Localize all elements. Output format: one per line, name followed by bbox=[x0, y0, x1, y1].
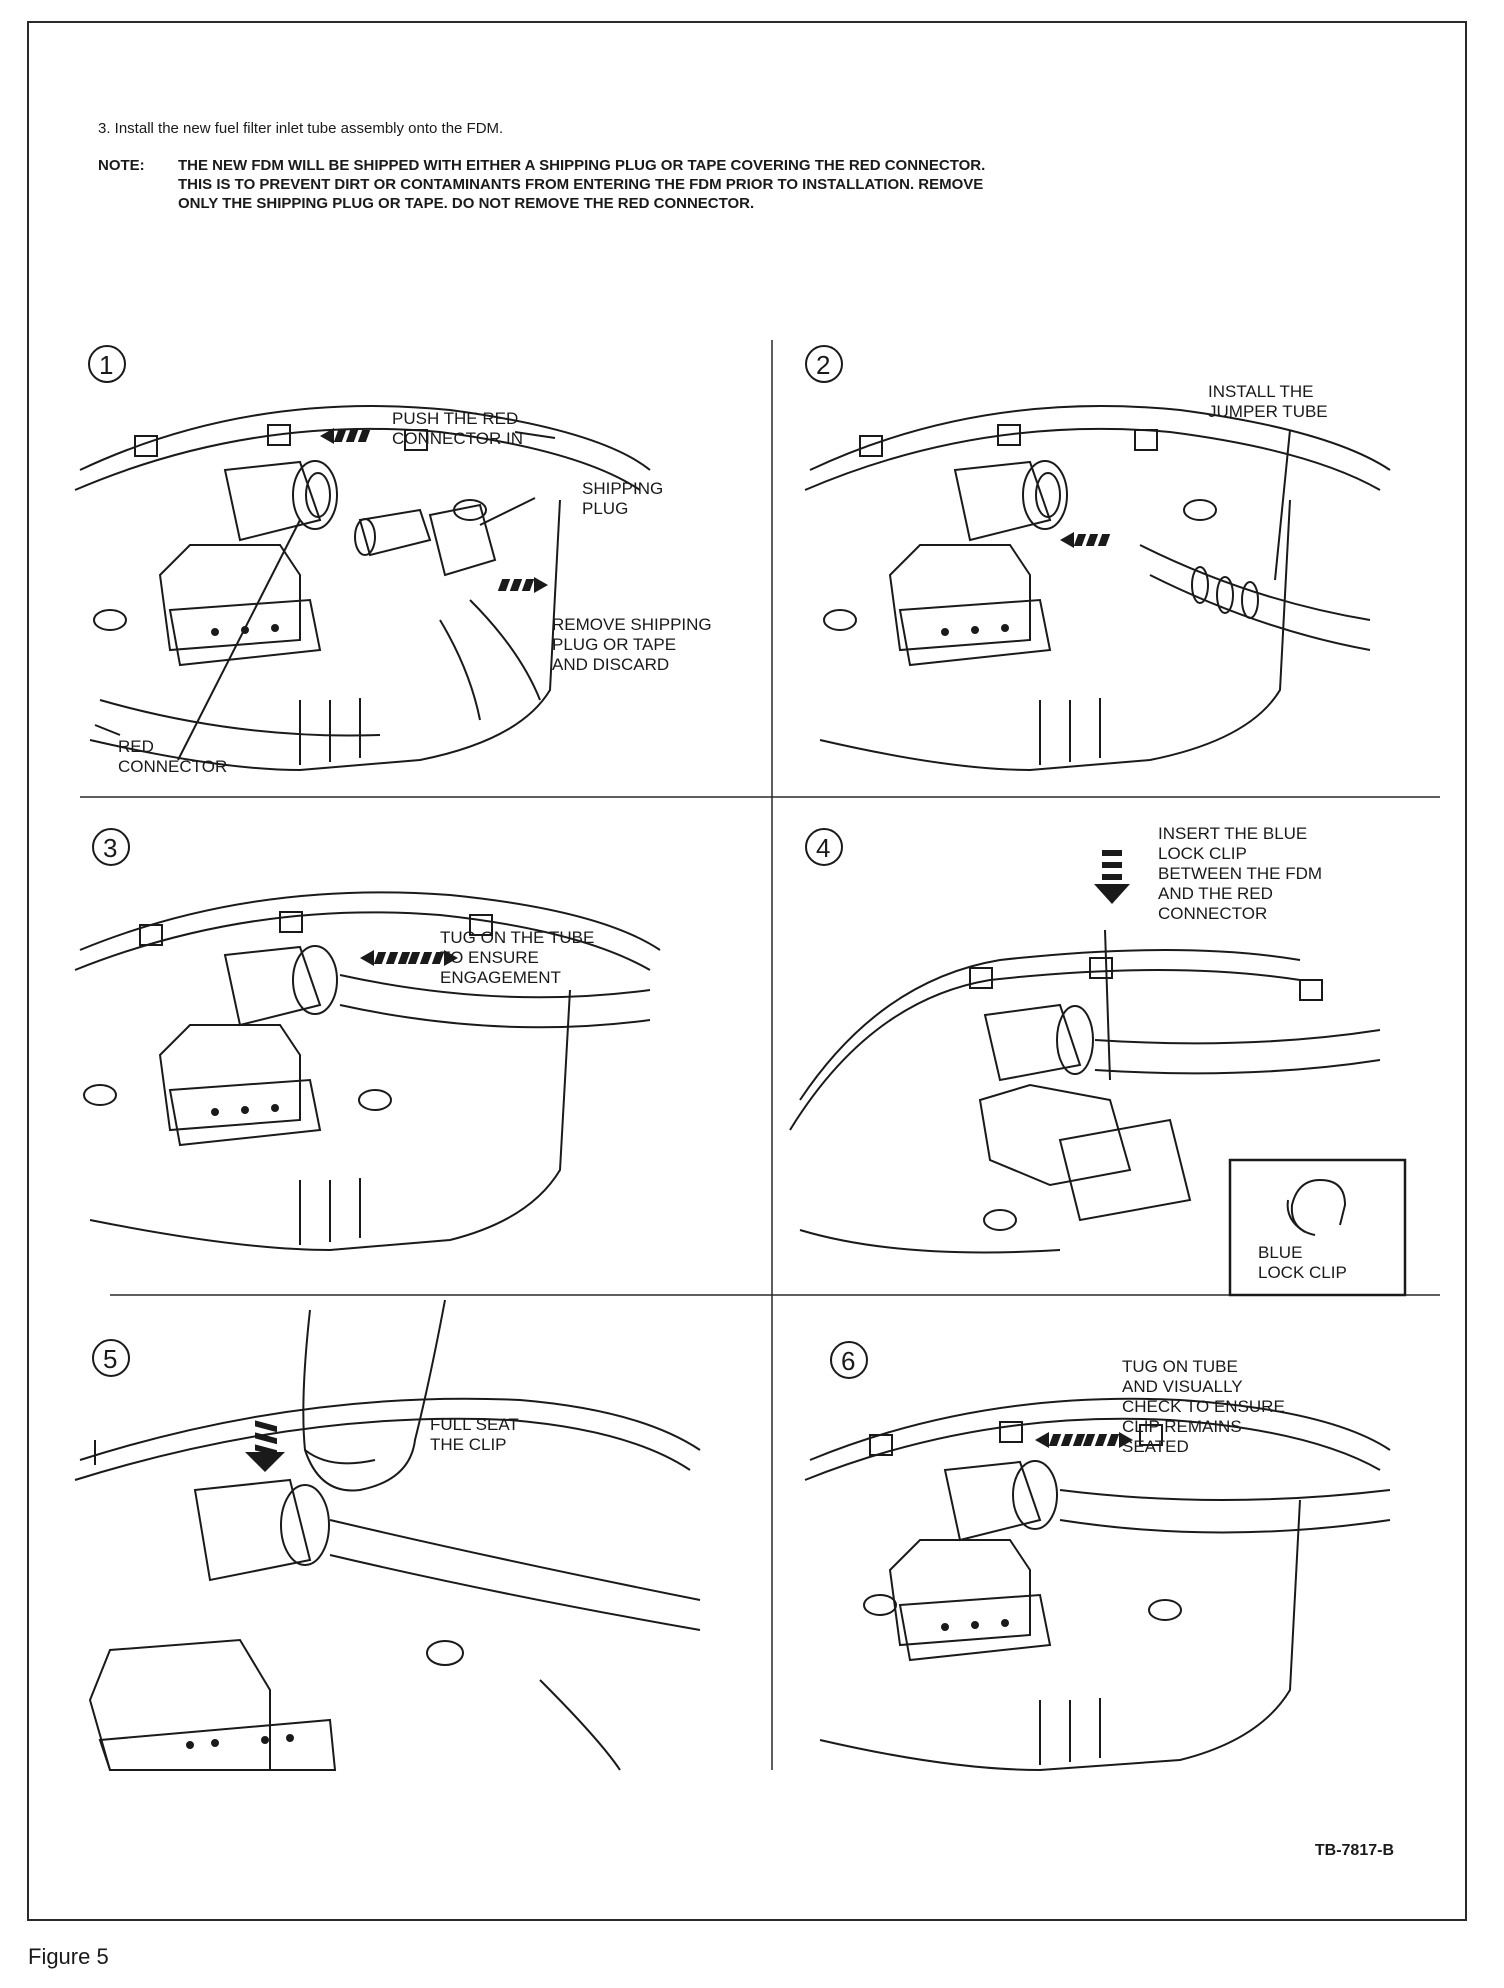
panel-5-number: 5 bbox=[103, 1344, 117, 1374]
remove-arrow-icon bbox=[497, 577, 548, 593]
panel-1-label-red-connector: RED CONNECTOR bbox=[118, 737, 227, 776]
panel-6-number: 6 bbox=[841, 1346, 855, 1376]
note-line: THIS IS TO PREVENT DIRT OR CONTAMINANTS … bbox=[178, 176, 984, 193]
panel-2-number: 2 bbox=[816, 350, 830, 380]
panel-5-arrows bbox=[245, 1420, 285, 1472]
panel-4-label-insert: INSERT THE BLUE LOCK CLIP BETWEEN THE FD… bbox=[1158, 824, 1327, 923]
down-arrow-icon bbox=[255, 1420, 277, 1433]
panel-5 bbox=[74, 1299, 701, 1771]
panel-6 bbox=[804, 1341, 1391, 1772]
panel-2-arrows bbox=[1060, 532, 1111, 548]
panel-5-label-full-seat: FULL SEAT THE CLIP bbox=[430, 1415, 523, 1454]
panel-1-label-push: PUSH THE RED CONNECTOR IN bbox=[392, 409, 523, 448]
panel-4-label-blue-lock-clip: BLUE LOCK CLIP bbox=[1258, 1243, 1347, 1282]
install-arrow-icon bbox=[1060, 532, 1111, 548]
panel-3-number: 3 bbox=[103, 833, 117, 863]
panel-grid bbox=[80, 340, 1440, 1770]
panel-2 bbox=[804, 345, 1391, 772]
panel-1-number: 1 bbox=[99, 350, 113, 380]
note-label: NOTE: bbox=[98, 157, 145, 174]
figure-code: TB-7817-B bbox=[1314, 1842, 1394, 1859]
instruction-text: 3. Install the new fuel filter inlet tub… bbox=[98, 120, 504, 137]
panel-3 bbox=[74, 828, 661, 1252]
note-line: THE NEW FDM WILL BE SHIPPED WITH EITHER … bbox=[178, 157, 986, 174]
panel-4 bbox=[789, 828, 1407, 1297]
panel-1-label-shipping-plug: SHIPPING PLUG bbox=[582, 479, 668, 518]
panel-6-arrows bbox=[1035, 1432, 1133, 1448]
note-body: THE NEW FDM WILL BE SHIPPED WITH EITHER … bbox=[178, 156, 1398, 213]
panel-6-label-tug: TUG ON TUBE AND VISUALLY CHECK TO ENSURE… bbox=[1122, 1357, 1290, 1456]
panel-4-arrows bbox=[1094, 850, 1130, 904]
panel-3-label-tug: TUG ON THE TUBE TO ENSURE ENGAGEMENT bbox=[440, 928, 599, 987]
tug-arrow-icon bbox=[360, 950, 411, 966]
panel-4-number: 4 bbox=[816, 833, 830, 863]
figure-frame bbox=[27, 21, 1467, 1921]
note-line: ONLY THE SHIPPING PLUG OR TAPE. DO NOT R… bbox=[178, 195, 755, 212]
panel-1-label-remove: REMOVE SHIPPING PLUG OR TAPE AND DISCARD bbox=[552, 615, 716, 674]
panel-2-label-install: INSTALL THE JUMPER TUBE bbox=[1208, 382, 1328, 421]
figure-caption: Figure 5 bbox=[28, 1944, 109, 1969]
panel-1 bbox=[74, 345, 651, 772]
panel-1-arrows bbox=[320, 428, 548, 593]
down-arrow-icon bbox=[1102, 850, 1122, 856]
tug-arrow-icon bbox=[1035, 1432, 1086, 1448]
